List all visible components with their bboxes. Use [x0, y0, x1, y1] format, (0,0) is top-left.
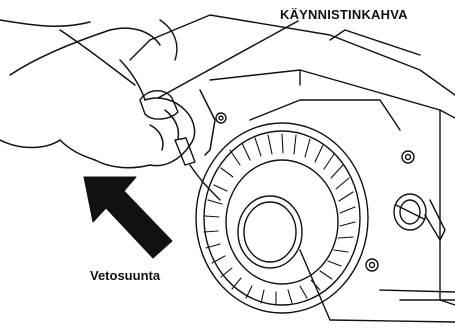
hand: [0, 20, 215, 168]
fuel-cap: [394, 194, 445, 240]
starter-rope: [190, 165, 220, 200]
handle-leader-line: [158, 21, 298, 98]
engine-housing: [130, 15, 455, 322]
starter-handle-label: KÄYNNISTINKAHVA: [280, 7, 408, 22]
pull-direction-label: Vetosuunta: [90, 268, 160, 283]
starter-handle: [140, 91, 195, 165]
arrow-up-left-icon: [84, 177, 172, 258]
recoil-starter-cover: [196, 123, 368, 313]
bolts: [216, 113, 414, 271]
